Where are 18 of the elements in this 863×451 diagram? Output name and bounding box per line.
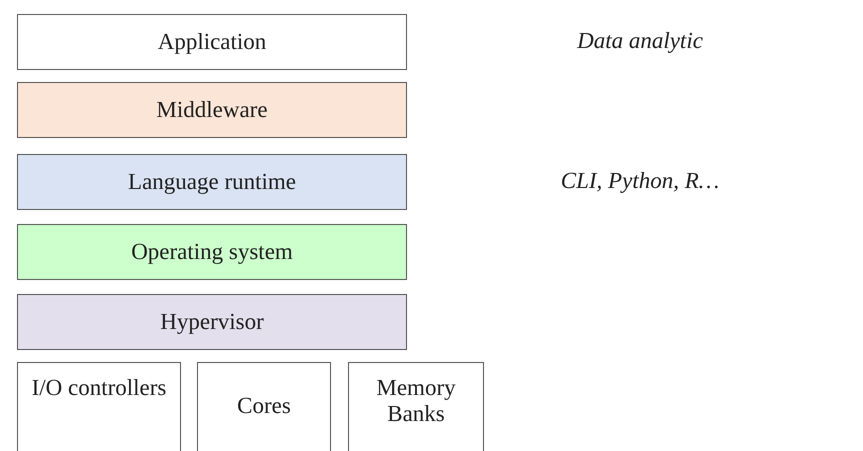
layer-box — [17, 154, 407, 210]
layer-box — [17, 224, 407, 280]
layer-label: Language runtime — [127, 168, 297, 196]
layer-box — [17, 294, 407, 350]
layer-box — [17, 82, 407, 138]
layer-label: Hypervisor — [159, 308, 265, 336]
example-note: Data analytic — [576, 28, 704, 54]
layer-label: I/O controllers — [30, 375, 168, 402]
layer-box — [17, 14, 407, 70]
layer-label: Memory Banks — [375, 375, 457, 428]
layer-label: Middleware — [155, 96, 269, 124]
example-note: CLI, Python, R… — [560, 168, 720, 194]
layer-label: Application — [156, 28, 268, 56]
hardware-box — [348, 362, 484, 451]
layer-label: Operating system — [130, 238, 294, 266]
hardware-box — [197, 362, 331, 451]
layer-label: Cores — [236, 393, 292, 420]
hardware-box — [17, 362, 181, 451]
